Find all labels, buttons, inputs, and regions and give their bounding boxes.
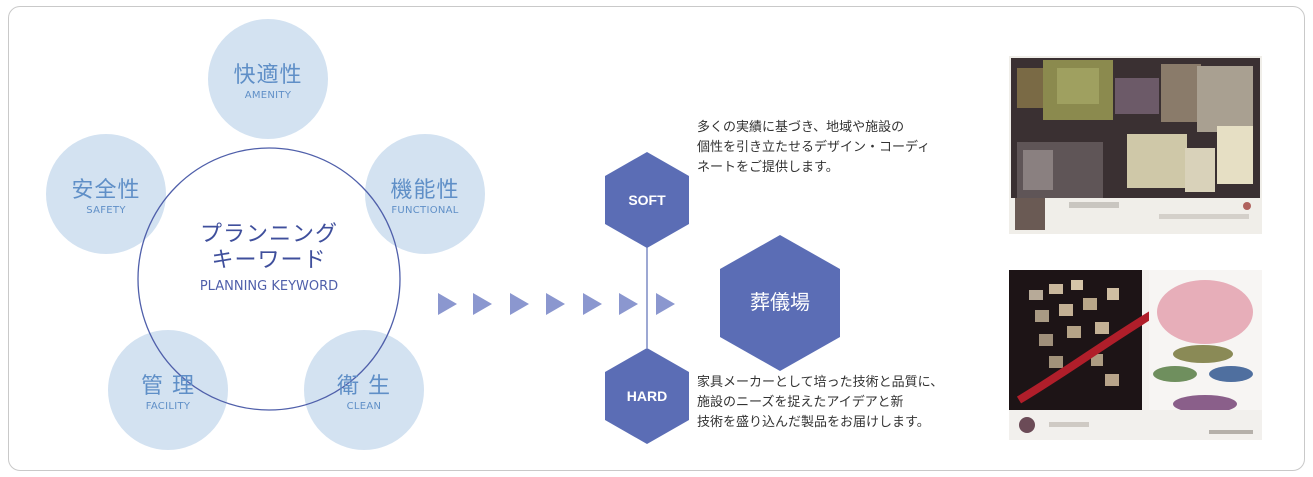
target-label: 葬儀場 [750, 290, 810, 314]
keyword-amenity-jp: 快適性 [233, 63, 303, 88]
center-title-line2: キーワード [211, 248, 327, 273]
keyword-clean-en: CLEAN [346, 401, 382, 412]
center-title-line1: プランニング [199, 222, 338, 247]
arrow-3 [510, 293, 529, 315]
keyword-safety-en: SAFETY [86, 205, 126, 216]
soft-desc-line-1: 多くの実績に基づき、地域や施設の [697, 120, 905, 135]
soft-desc-line-3: ネートをご提供します。 [697, 160, 839, 175]
arrow-4 [546, 293, 565, 315]
hard-description: 家具メーカーとして培った技術と品質に、 施設のニーズを捉えたアイデアと新 技術を… [697, 373, 987, 433]
keyword-functional-en: FUNCTIONAL [391, 205, 459, 216]
keyword-safety: 安全性 SAFETY [46, 178, 166, 218]
flow-arrows [438, 293, 675, 315]
center-subtitle: PLANNING KEYWORD [199, 279, 339, 294]
soft-hexagon [605, 152, 689, 248]
keyword-facility: 管 理 FACILITY [108, 374, 228, 414]
bubble-clean [304, 330, 424, 450]
arrow-7 [656, 293, 675, 315]
hard-catalog-image [1009, 270, 1262, 440]
keyword-functional-jp: 機能性 [390, 178, 460, 203]
hard-desc-line-1: 家具メーカーとして培った技術と品質に、 [697, 375, 944, 390]
keyword-functional: 機能性 FUNCTIONAL [365, 178, 485, 218]
arrow-5 [583, 293, 602, 315]
bubble-facility [108, 330, 228, 450]
soft-description: 多くの実績に基づき、地域や施設の 個性を引き立たせるデザイン・コーディ ネートを… [697, 118, 987, 178]
keyword-clean-jp: 衛 生 [337, 374, 391, 399]
hard-hexagon [605, 348, 689, 444]
keyword-amenity-en: AMENITY [244, 90, 292, 101]
soft-desc-line-2: 個性を引き立たせるデザイン・コーディ [697, 140, 931, 155]
hard-label: HARD [626, 388, 668, 404]
arrow-1 [438, 293, 457, 315]
hard-desc-line-2: 施設のニーズを捉えたアイデアと新 [697, 395, 904, 410]
keyword-amenity: 快適性 AMENITY [208, 63, 328, 103]
soft-label: SOFT [628, 192, 666, 208]
bubble-amenity [208, 19, 328, 139]
bubble-functional [365, 134, 485, 254]
hard-desc-line-3: 技術を盛り込んだ製品をお届けします。 [697, 415, 930, 430]
keyword-clean: 衛 生 CLEAN [304, 374, 424, 414]
arrow-6 [619, 293, 638, 315]
target-hexagon [720, 235, 840, 371]
soft-catalog-image [1009, 56, 1262, 234]
arrow-2 [473, 293, 492, 315]
keyword-safety-jp: 安全性 [71, 178, 141, 203]
keyword-facility-jp: 管 理 [141, 374, 195, 399]
keyword-facility-en: FACILITY [145, 401, 191, 412]
